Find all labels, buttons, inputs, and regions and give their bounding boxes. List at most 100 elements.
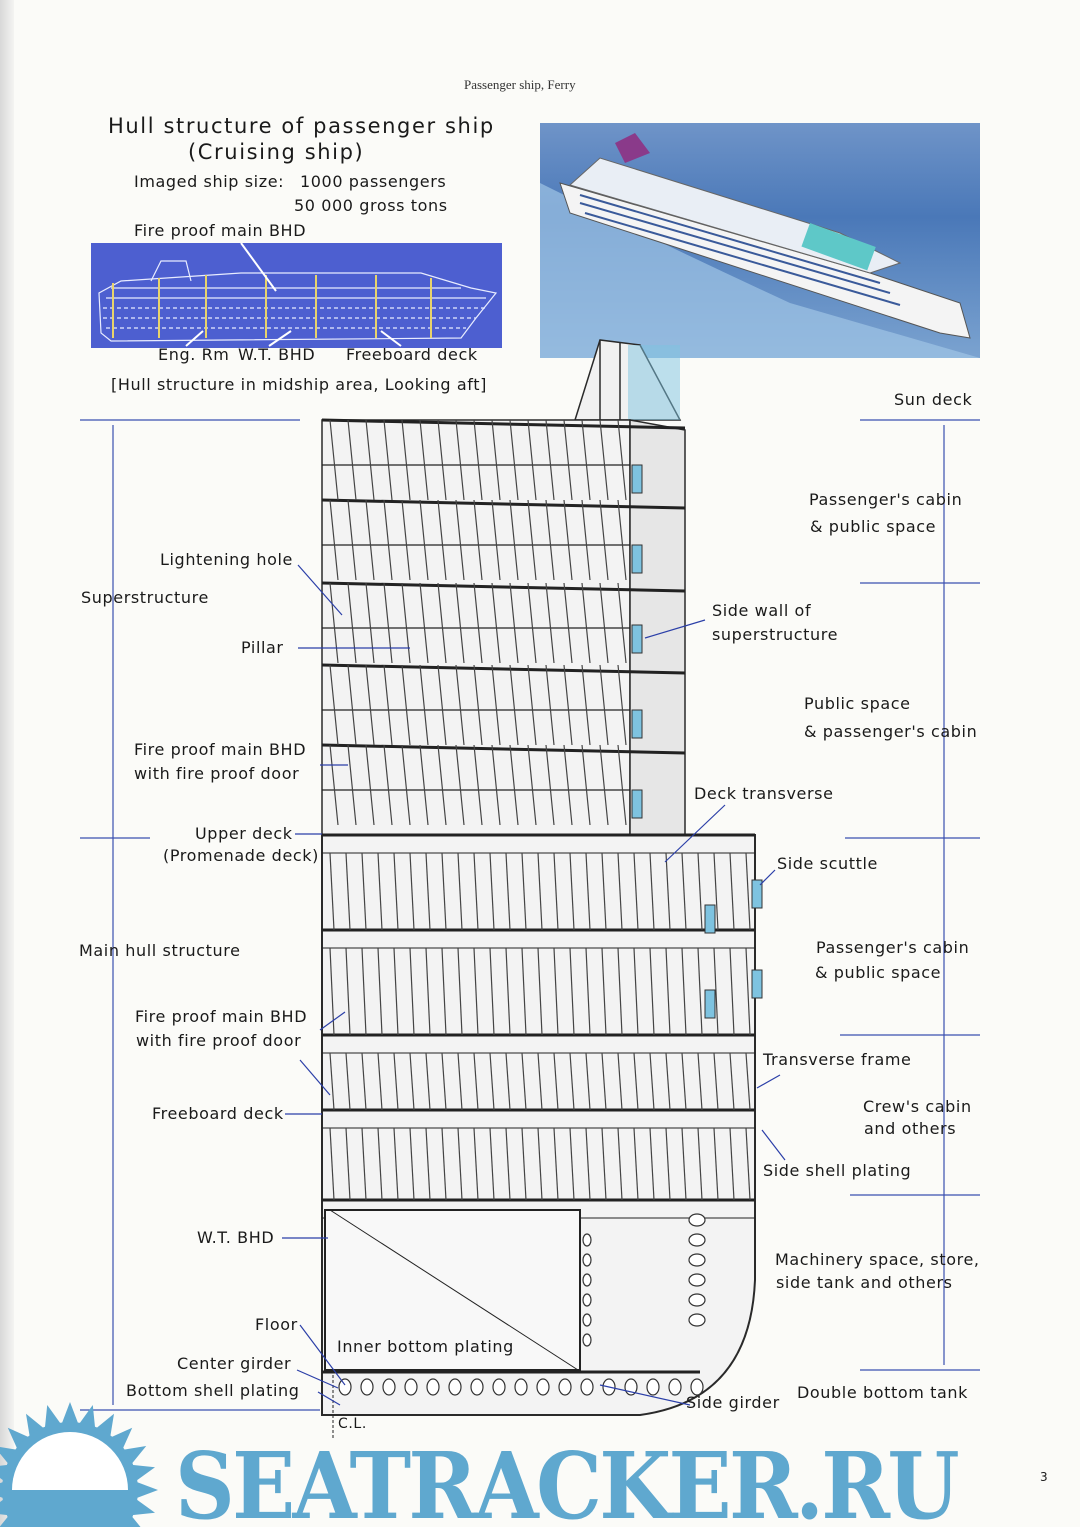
side-scuttle — [751, 879, 763, 909]
frame-line — [601, 1052, 607, 1111]
frame-line — [537, 947, 543, 1036]
frame-line — [329, 499, 339, 581]
frame-line — [545, 499, 555, 581]
frame-line — [457, 852, 463, 931]
lightening-hole — [582, 1233, 592, 1247]
frame-line — [681, 1127, 687, 1201]
frame-line — [521, 1127, 527, 1201]
frame-line — [489, 947, 495, 1036]
frame-line — [697, 852, 703, 931]
frame-line — [569, 947, 575, 1036]
lightening-hole — [426, 1378, 440, 1396]
running-header: Passenger ship, Ferry — [464, 77, 576, 92]
ship-size-passengers: 1000 passengers — [300, 172, 447, 191]
frame-line — [491, 419, 501, 501]
frame-line — [457, 1127, 463, 1201]
frame-line — [489, 1127, 495, 1201]
frame-line — [365, 664, 375, 746]
frame-line — [681, 947, 687, 1036]
frame-line — [745, 1127, 751, 1201]
lightening-hole — [688, 1273, 706, 1287]
frame-line — [473, 1052, 479, 1111]
frame-line — [581, 499, 591, 581]
frame-line — [665, 1127, 671, 1201]
label-center-girder: Center girder — [177, 1354, 292, 1373]
frame-line — [377, 1052, 383, 1111]
frame-line — [393, 1052, 399, 1111]
frame-line — [361, 1052, 367, 1111]
lightening-hole — [492, 1378, 506, 1396]
frame-line — [563, 499, 573, 581]
elevation-wt-bhd-label: W.T. BHD — [238, 345, 316, 364]
frame-line — [425, 1052, 431, 1111]
frame-line — [585, 947, 591, 1036]
frame-line — [665, 1052, 671, 1111]
side-scuttle — [631, 464, 643, 494]
frame-line — [729, 852, 735, 931]
elevation-eng-rm-label: Eng. Rm — [158, 345, 230, 364]
frame-line — [745, 852, 751, 931]
label-cabin1-public: & public space — [810, 517, 937, 536]
frame-line — [401, 744, 411, 826]
label-fire-bhd-lower: Fire proof main BHD — [135, 1007, 308, 1026]
frame-line — [473, 744, 483, 826]
frame-line — [617, 499, 627, 581]
frame-line — [713, 852, 719, 931]
label-inner-bottom: Inner bottom plating — [337, 1337, 514, 1356]
frame-line — [455, 664, 465, 746]
frame-line — [437, 744, 447, 826]
frame-line — [365, 582, 375, 664]
deck-line — [321, 498, 686, 510]
frame-line — [745, 947, 751, 1036]
frame-line — [509, 582, 519, 664]
frame-line — [581, 744, 591, 826]
label-upper-deck: Upper deck — [195, 824, 293, 843]
label-deck-transverse: Deck transverse — [694, 784, 834, 803]
lightening-hole — [582, 1273, 592, 1287]
frame-line — [537, 852, 543, 931]
frame-line — [473, 1127, 479, 1201]
frame-line — [599, 664, 609, 746]
side-scuttle — [631, 709, 643, 739]
frame-line — [441, 852, 447, 931]
label-side-girder: Side girder — [686, 1393, 780, 1412]
frame-line — [633, 852, 639, 931]
deck-line — [321, 418, 686, 430]
frame-line — [729, 947, 735, 1036]
frame-line — [527, 664, 537, 746]
frame-line — [729, 1127, 735, 1201]
label-machinery: Machinery space, store, — [775, 1250, 980, 1269]
label-cabin1: Passenger's cabin — [809, 490, 963, 509]
label-freeboard-deck: Freeboard deck — [152, 1104, 284, 1123]
frame-line — [457, 1052, 463, 1111]
frame-line — [377, 1127, 383, 1201]
frame-line — [697, 1127, 703, 1201]
label-machinery-2: side tank and others — [776, 1273, 953, 1292]
frame-line — [617, 582, 627, 664]
frame-line — [455, 582, 465, 664]
frame-line — [617, 419, 627, 501]
label-promenade-deck: (Promenade deck) — [163, 846, 319, 865]
sun-ray — [61, 1402, 79, 1425]
frame-line — [527, 499, 537, 581]
frame-line — [633, 947, 639, 1036]
frame-line — [489, 1052, 495, 1111]
frame-line — [383, 744, 393, 826]
frame-line — [599, 582, 609, 664]
cruise-ship-illustration — [540, 123, 980, 358]
sun-ray — [130, 1464, 156, 1482]
frame-line — [437, 664, 447, 746]
frame-line — [361, 852, 367, 931]
deck-line — [321, 743, 686, 755]
frame-line — [537, 1127, 543, 1201]
frame-line — [473, 419, 483, 501]
label-floor: Floor — [255, 1315, 298, 1334]
frame-line — [633, 1052, 639, 1111]
label-fire-bhd-upper: Fire proof main BHD — [134, 740, 307, 759]
frame-line — [455, 419, 465, 501]
frame-line — [581, 582, 591, 664]
deck-line — [321, 581, 686, 593]
frame-line — [329, 664, 339, 746]
